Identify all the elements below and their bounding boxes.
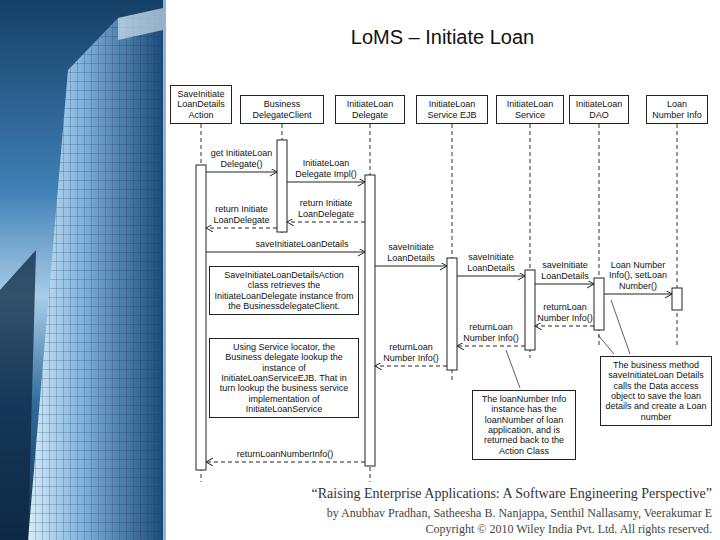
lifeline-head: SaveInitiate LoanDetails Action xyxy=(170,85,232,124)
message-label: InitiateLoan Delegate Impl() xyxy=(289,158,363,179)
tower-shadow xyxy=(0,250,36,540)
leader-line xyxy=(506,350,520,388)
note-box: The business method saveInitiateLoan Det… xyxy=(600,356,712,426)
note-box: Using Service locator, the Business dele… xyxy=(209,338,359,418)
node-text: SaveInitiateLoanDetailsAction class retr… xyxy=(214,270,354,311)
node-text: Using Service locator, the Business dele… xyxy=(214,342,354,414)
return-message xyxy=(206,228,277,229)
panel-edge xyxy=(163,0,166,540)
node-text: InitiateLoan Service xyxy=(500,99,560,120)
message-label: saveInitiate LoanDetails xyxy=(377,242,445,263)
note-box: SaveInitiateLoanDetailsAction class retr… xyxy=(209,266,359,315)
message-label: return Initiate LoanDelegate xyxy=(289,198,363,219)
node-text: SaveInitiate LoanDetails Action xyxy=(174,89,228,120)
activation-bar xyxy=(196,165,206,470)
message-label: saveInitiate LoanDetails xyxy=(537,260,593,281)
return-message xyxy=(287,222,365,223)
message-label: returnLoan Number Info() xyxy=(537,302,593,323)
message-label: saveInitiate LoanDetails xyxy=(459,252,523,273)
return-message xyxy=(457,346,525,347)
lifeline-head: InitiateLoan Service EJB xyxy=(416,95,488,124)
node-text: InitiateLoan Delegate xyxy=(339,99,401,120)
activation-bar xyxy=(525,270,535,350)
call-message xyxy=(457,276,525,277)
node-text: InitiateLoan DAO xyxy=(573,99,625,120)
sky-panel xyxy=(0,0,163,540)
slide-title: LoMS – Initiate Loan xyxy=(165,26,720,49)
tower-facade xyxy=(28,8,163,540)
activation-bar xyxy=(365,175,375,466)
lifeline-head: Loan Number Info xyxy=(646,95,708,124)
activation-bar xyxy=(594,278,604,330)
node-text: The business method saveInitiateLoan Det… xyxy=(605,360,707,422)
credit-line: by Anubhav Pradhan, Satheesha B. Nanjapp… xyxy=(327,506,712,521)
node-text: Business DelegateClient xyxy=(244,99,320,120)
message-label: returnLoan Number Info() xyxy=(459,322,523,343)
call-message xyxy=(206,252,365,253)
message-label: returnLoanNumberInfo() xyxy=(215,449,355,459)
message-label: Loan Number Info(), setLoan Number() xyxy=(606,260,670,291)
return-message xyxy=(206,462,365,463)
return-message xyxy=(535,326,594,327)
message-label: returnLoan Number Info() xyxy=(377,342,445,363)
tower-highlight xyxy=(118,8,163,40)
activation-bar xyxy=(447,258,457,370)
call-message xyxy=(604,294,672,295)
tower-windows xyxy=(28,8,163,540)
message-label: get InitiateLoan Delegate() xyxy=(208,148,275,169)
call-message xyxy=(535,284,594,285)
activation-bar xyxy=(672,288,682,310)
note-box: The loanNumber Info instance has the loa… xyxy=(472,390,576,460)
lifeline-head: InitiateLoan DAO xyxy=(569,95,629,124)
node-text: InitiateLoan Service EJB xyxy=(420,99,484,120)
lifeline xyxy=(677,124,678,345)
lifeline-head: InitiateLoan Delegate xyxy=(335,95,405,124)
citation-caption: “Raising Enterprise Applications: A Soft… xyxy=(312,486,712,502)
message-label: saveInitiateLoanDetails xyxy=(240,239,364,249)
node-text: The loanNumber Info instance has the loa… xyxy=(477,394,571,456)
call-message xyxy=(375,266,447,267)
return-message xyxy=(375,366,447,367)
call-message xyxy=(287,182,365,183)
credit-line: Copyright © 2010 Wiley India Pvt. Ltd. A… xyxy=(426,522,712,537)
activation-bar xyxy=(277,140,287,232)
leader-line xyxy=(598,335,614,354)
message-label: return Initiate LoanDelegate xyxy=(208,204,275,225)
lifeline-head: InitiateLoan Service xyxy=(496,95,564,124)
leader-line xyxy=(611,300,630,354)
node-text: Loan Number Info xyxy=(650,99,704,120)
lifeline-head: Business DelegateClient xyxy=(240,95,324,124)
call-message xyxy=(206,172,277,173)
